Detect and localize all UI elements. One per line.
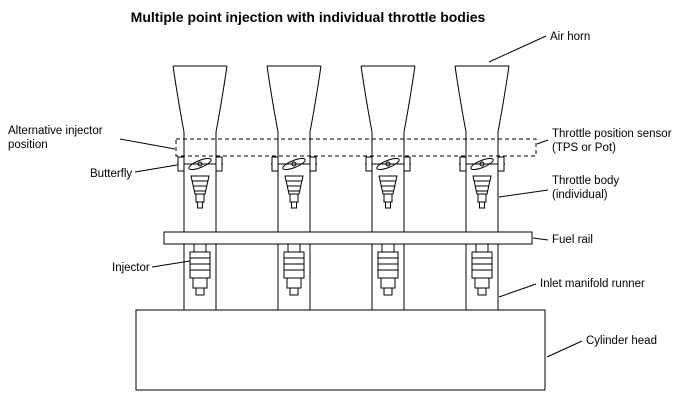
label-cylinder-head: Cylinder head	[586, 335, 657, 347]
injector-4	[471, 243, 493, 296]
label-tps-line2: (TPS or Pot)	[552, 142, 616, 154]
diagram-title: Multiple point injection with individual…	[131, 9, 486, 25]
leader-alt-injector	[119, 138, 176, 150]
leader-inlet-manifold	[498, 283, 537, 298]
label-alt-injector-line1: Alternative injector	[8, 125, 103, 137]
label-air-horn: Air horn	[550, 31, 590, 43]
fuel-rail-bar	[163, 231, 533, 245]
leader-injector	[151, 260, 191, 268]
label-injector: Injector	[112, 262, 150, 274]
alt-injector-dashed-box	[175, 138, 537, 157]
leader-air-horn	[488, 35, 547, 63]
leader-throttle-body	[498, 189, 549, 198]
injector-3	[377, 243, 399, 296]
label-alt-injector-line2: position	[8, 139, 48, 151]
label-throttle-body-line1: Throttle body	[552, 175, 619, 187]
leader-lines	[119, 35, 583, 358]
label-butterfly: Butterfly	[90, 168, 132, 180]
injector-2	[283, 243, 305, 296]
label-tps-line1: Throttle position sensor	[552, 128, 672, 140]
leader-tps	[536, 139, 549, 145]
leader-cylinder-head	[546, 340, 583, 358]
leader-fuel-rail	[532, 237, 549, 241]
injector-1	[189, 243, 211, 296]
leader-butterfly	[134, 164, 178, 173]
label-throttle-body-line2: (individual)	[552, 189, 608, 201]
label-inlet-manifold-runner: Inlet manifold runner	[540, 278, 645, 290]
cylinder-head-block	[135, 309, 546, 391]
label-fuel-rail: Fuel rail	[552, 234, 593, 246]
